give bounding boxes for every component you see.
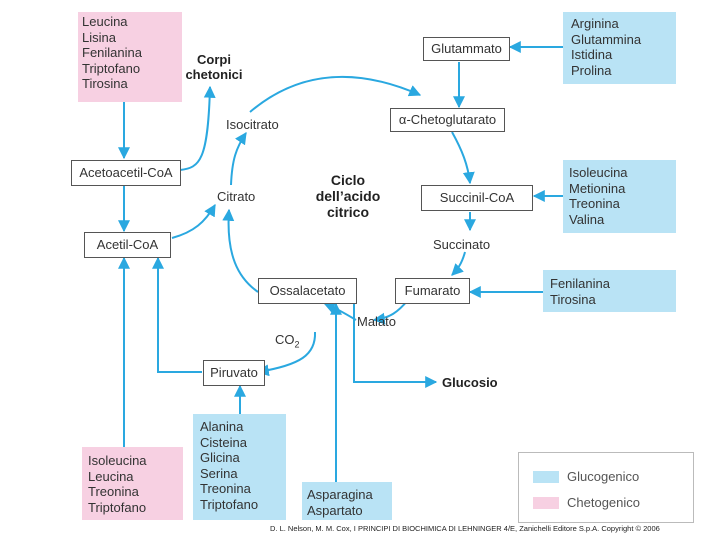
arrow-oxaloacetate-glucose [353,304,438,388]
co2-text: CO [275,332,295,347]
label-ketone-bodies: Corpi chetonici [183,52,245,82]
amino-acid-item: Triptofano [82,60,141,76]
legend-label-ketogenic: Chetogenico [567,495,640,510]
label-citrate: Citrato [217,189,256,204]
glucogenic-box-asparagine [302,482,392,520]
glucogenic-box-alanine [193,414,286,520]
glucogenic-box-phenylalanine [543,270,676,312]
node-glutamate: Glutammato [423,37,510,61]
arrow-isocitrate-ketoglutarate [249,75,422,113]
amino-acid-item: Isoleucina [88,453,147,468]
node-fumarate: Fumarato [395,278,470,304]
cycle-title-line: Ciclo [330,172,366,188]
amino-acid-item: Glicina [200,450,240,465]
label-co2: CO2 [275,332,300,350]
copyright-credit: D. L. Nelson, M. M. Cox, I PRINCIPI DI B… [270,524,660,533]
arrow-co2-pyruvate [256,331,317,377]
amino-acid-item: Isoleucina [569,165,628,180]
legend-label-glucogenic: Glucogenico [567,469,640,484]
glucogenic-list-alanine: Alanina Cisteina Glicina Serina Treonina… [200,419,258,512]
node-pyruvate: Piruvato [203,360,265,386]
amino-acid-item: Fenilanina [82,45,142,60]
node-oxaloacetate: Ossalacetato [258,278,357,304]
amino-acid-item: Leucina [88,468,134,484]
glucogenic-list-isoleucine: Isoleucina Metionina Treonina Valina [569,165,628,227]
amino-acid-item: Asparagina [307,487,373,502]
cycle-title-line: dell’acido [315,188,381,204]
node-alpha-ketoglutarate: α-Chetoglutarato [390,108,505,132]
amino-acid-item: Treonina [200,481,251,496]
amino-acid-item: Metionina [569,180,626,196]
arrow-ketoglutarate-succinylcoa [451,131,475,185]
amino-acid-item: Treonina [569,196,620,211]
amino-acid-item: Fenilanina [550,276,610,291]
arrow-oxaloacetate-citrate [222,208,259,293]
amino-acid-item: Aspartato [307,502,363,518]
amino-acid-item: Tirosina [82,76,128,91]
arrow-pyruvate-acetylcoa [152,256,202,373]
amino-acid-item: Valina [569,211,605,227]
node-succinylcoa: Succinil-CoA [421,185,533,211]
node-acetylcoa: Acetil-CoA [84,232,171,258]
amino-acid-item: Treonina [88,484,139,499]
amino-acid-item: Prolina [571,62,612,78]
ketone-bodies-line: Corpi [197,52,231,67]
amino-acid-item: Cisteina [200,434,247,450]
amino-acid-item: Istidina [571,47,613,62]
glucogenic-box-arginine [563,12,676,84]
label-malate: Malato [357,314,397,329]
amino-acid-item: Triptofano [200,496,259,512]
node-acetoacetylcoa: Acetoacetil-CoA [71,160,181,186]
arrow-malate-oxaloacetate [322,301,357,321]
amino-acid-item: Triptofano [88,499,147,515]
legend-swatch-ketogenic [533,497,559,509]
arrow-acetoacetylcoa-ketonebodies [179,85,216,171]
label-citric-acid-cycle: Ciclo dell’acido citrico [313,172,383,220]
amino-acid-item: Serina [200,465,238,481]
glucogenic-list-asparagine: Asparagina Aspartato [307,487,373,518]
label-glucose: Glucosio [442,375,498,390]
glucogenic-list-arginine: Arginina Glutammina Istidina Prolina [571,16,641,78]
legend: Glucogenico Chetogenico [518,452,694,523]
arrow-succinate-fumarate [451,251,466,276]
arrow-citrate-isocitrate [230,132,247,186]
ketogenic-list-bottom: Isoleucina Leucina Treonina Triptofano [88,453,147,515]
amino-acid-item: Tirosina [550,291,596,307]
amino-acid-item: Glutammina [571,31,642,47]
ketogenic-box-top [78,12,182,102]
glucogenic-list-phenylalanine: Fenilanina Tirosina [550,276,610,307]
amino-acid-item: Arginina [571,16,619,31]
glucogenic-box-isoleucine [563,160,676,233]
label-succinate: Succinato [433,237,491,252]
amino-acid-item: Leucina [82,14,128,29]
amino-acid-item: Lisina [82,29,116,45]
cycle-title-line: citrico [326,204,369,220]
ketone-bodies-line: chetonici [185,67,243,82]
ketogenic-box-bottom [82,447,183,520]
arrow-acetylcoa-citrate [171,203,216,239]
co2-subscript: 2 [294,339,300,350]
amino-acid-item: Alanina [200,419,244,434]
legend-swatch-glucogenic [533,471,559,483]
label-isocitrate: Isocitrato [226,117,279,132]
ketogenic-list-top: Leucina Lisina Fenilanina Triptofano Tir… [82,14,142,92]
